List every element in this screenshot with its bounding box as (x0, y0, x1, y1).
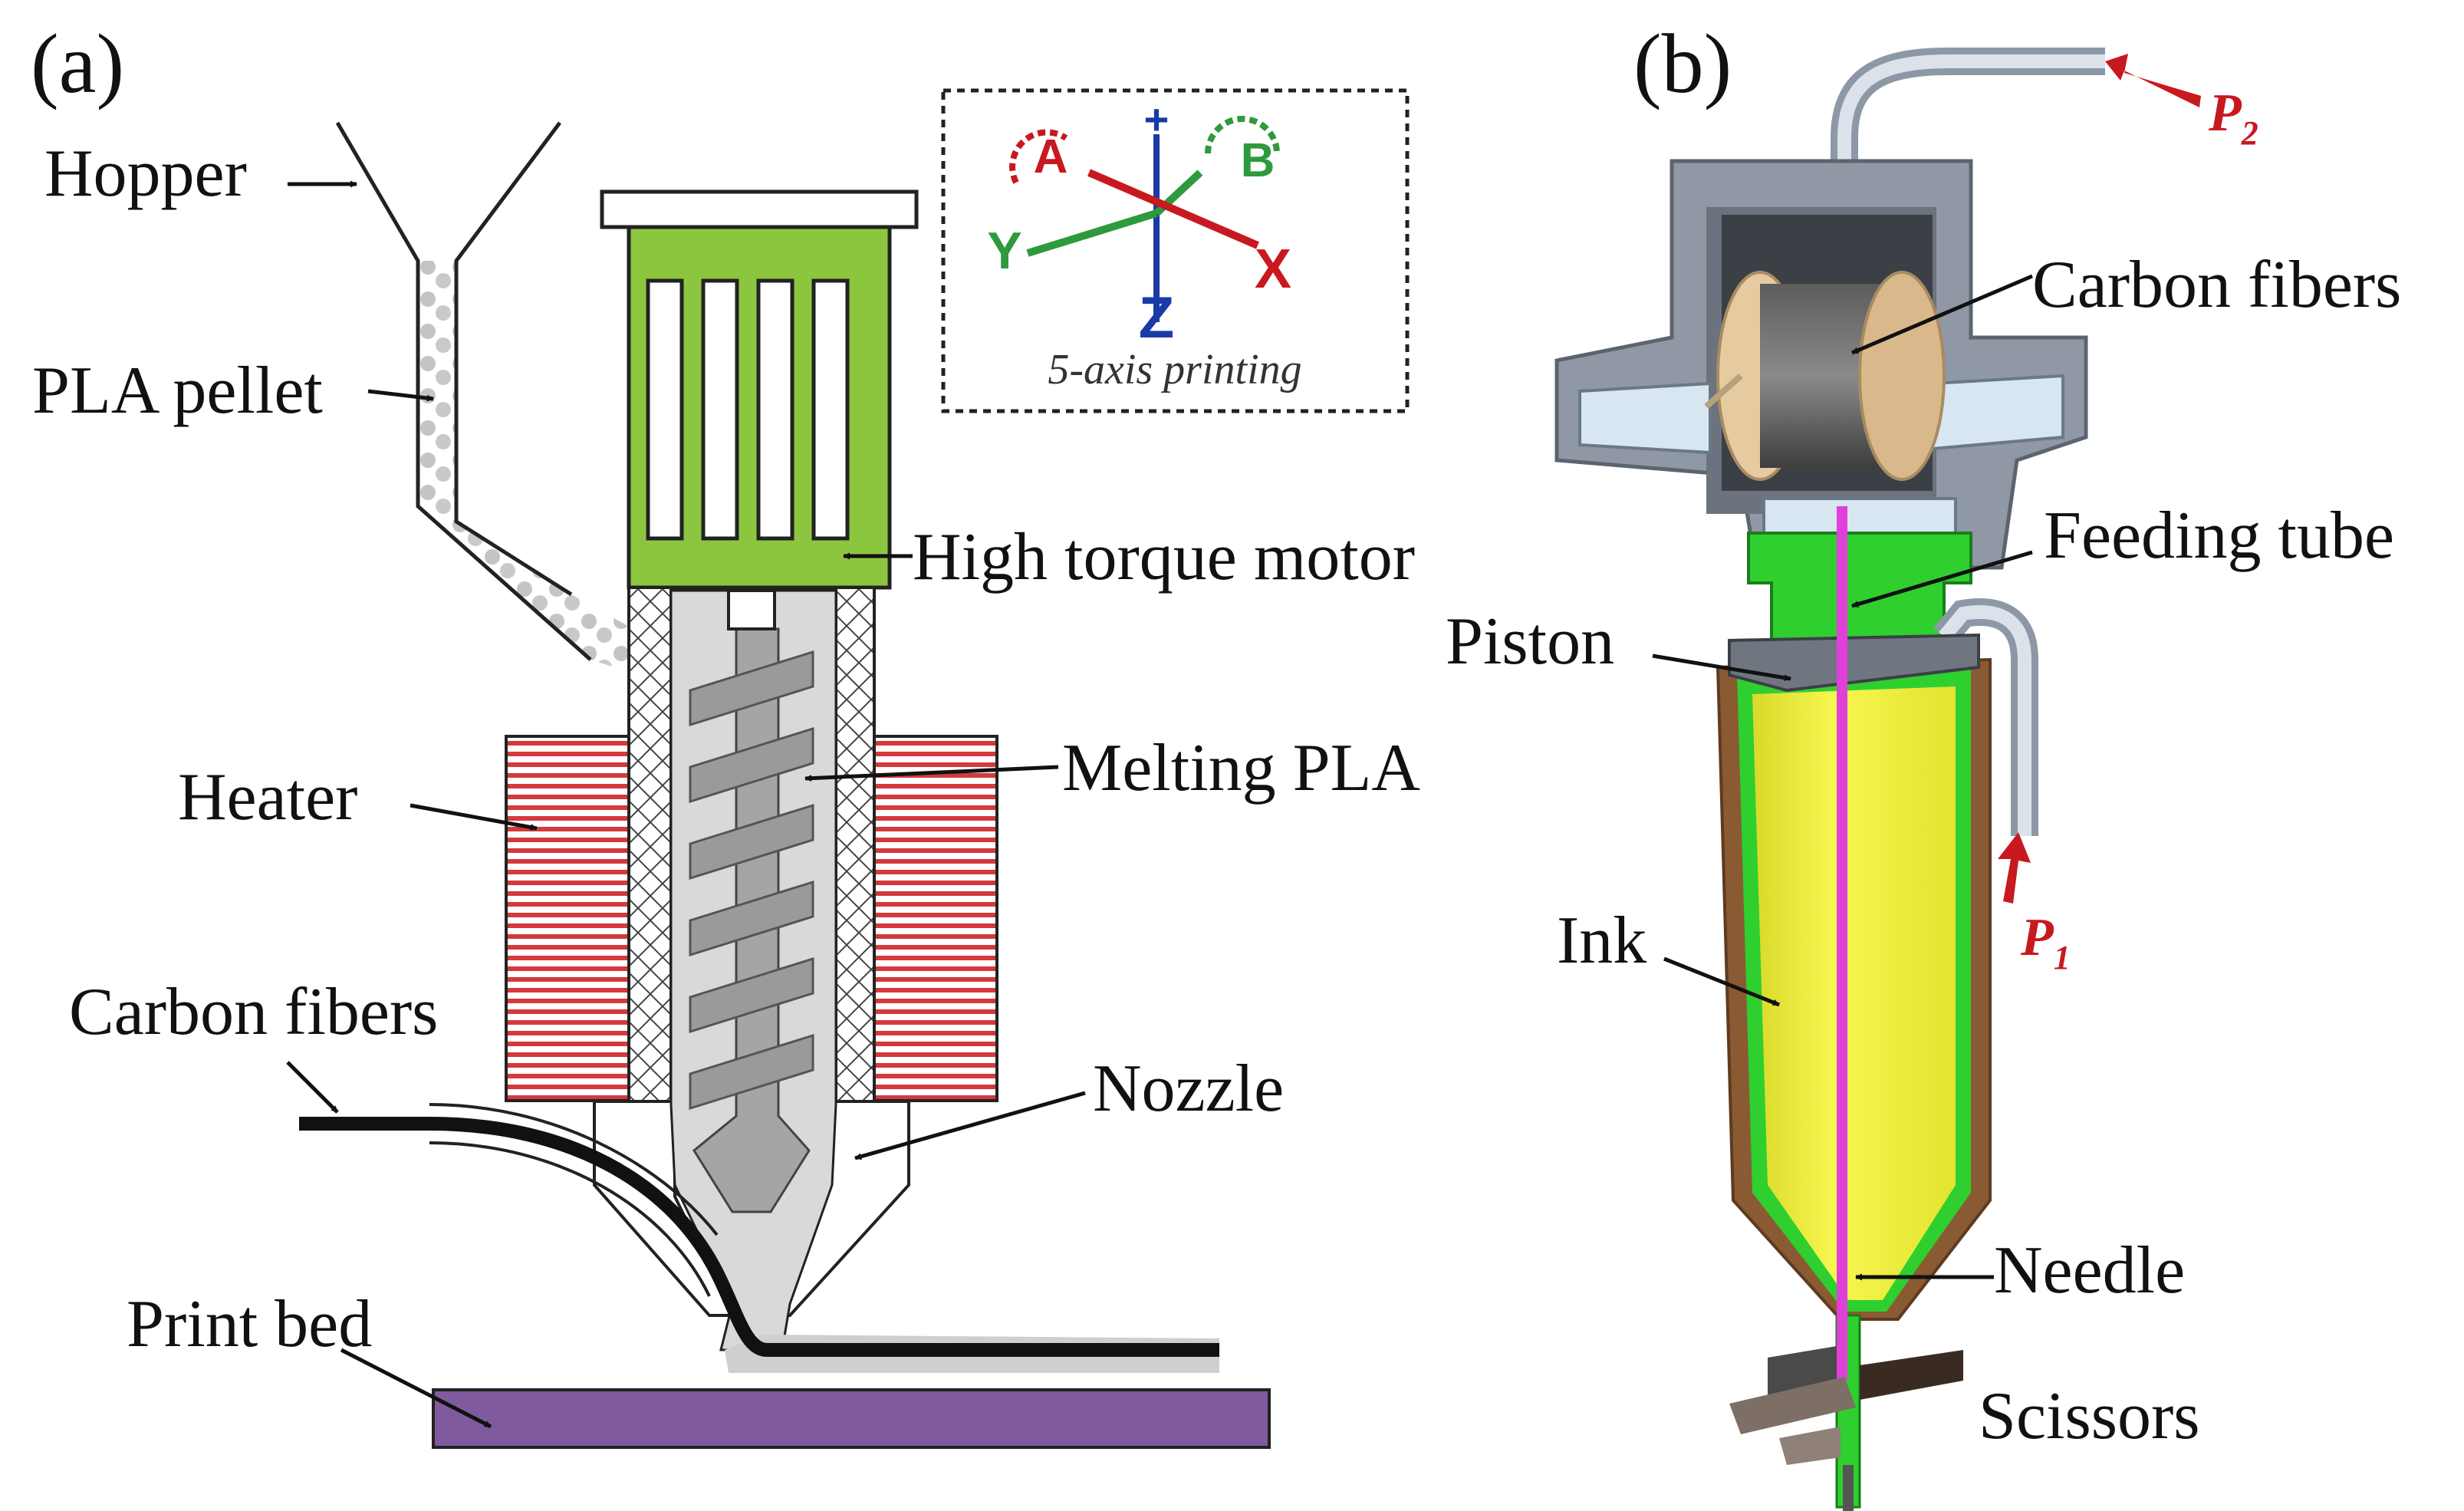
panel-a: (a) (31, 17, 1420, 1449)
inset-caption: 5-axis printing (1048, 346, 1301, 393)
axis-z-label: Z (1139, 285, 1174, 351)
pressure-arrow-p2 (2105, 54, 2201, 107)
ink (1752, 686, 1956, 1300)
high-torque-motor (600, 189, 919, 590)
label-high-torque-motor: High torque motor (913, 520, 1415, 594)
rotation-a-arc (1009, 129, 1068, 184)
label-pla-pellet: PLA pellet (32, 354, 323, 428)
label-p1: P1 (2020, 908, 2071, 976)
label-hopper: Hopper (44, 137, 247, 211)
scissors (1729, 1346, 1963, 1465)
label-print-bed: Print bed (127, 1287, 372, 1361)
label-feeding-tube: Feeding tube (2044, 499, 2394, 573)
heater-left (505, 735, 630, 1102)
label-needle: Needle (1994, 1233, 2185, 1308)
panel-a-label: (a) (31, 17, 124, 110)
pressure-arrow-p1 (1998, 832, 2031, 904)
x-axis-line (1087, 169, 1259, 249)
label-carbon-fibers-b: Carbon fibers (2032, 248, 2401, 322)
label-nozzle: Nozzle (1093, 1052, 1284, 1126)
barrel-insulation-left (627, 586, 673, 1103)
label-ink: Ink (1557, 904, 1647, 978)
panel-b: (b) (1446, 17, 2401, 1511)
label-piston: Piston (1446, 604, 1614, 679)
barrel-insulation-right (834, 586, 876, 1103)
rotation-b-arc (1205, 116, 1280, 154)
label-melting-pla: Melting PLA (1062, 731, 1420, 805)
axis-plus-label: + (1144, 95, 1169, 143)
axis-x-label: X (1255, 239, 1291, 300)
axis-y-label: Y (987, 222, 1021, 280)
feeding-tube (1837, 506, 1847, 1381)
five-axis-inset: + Z Y X A B 5-axis printing (941, 88, 1410, 413)
label-p2: P2 (2208, 84, 2258, 152)
ink-cartridge (1716, 657, 1992, 1321)
y-axis-line (1026, 209, 1158, 257)
label-scissors: Scissors (1979, 1379, 2200, 1453)
print-bed (432, 1388, 1271, 1449)
label-carbon-fibers-a: Carbon fibers (69, 975, 438, 1049)
label-heater: Heater (178, 760, 357, 835)
axis-a-label: A (1034, 130, 1068, 183)
panel-b-label: (b) (1633, 17, 1732, 110)
carbon-fiber-strand (299, 1117, 1219, 1357)
heater-right (865, 735, 998, 1102)
axis-b-label: B (1241, 134, 1275, 187)
carbon-fiber-spool (1704, 271, 1946, 481)
